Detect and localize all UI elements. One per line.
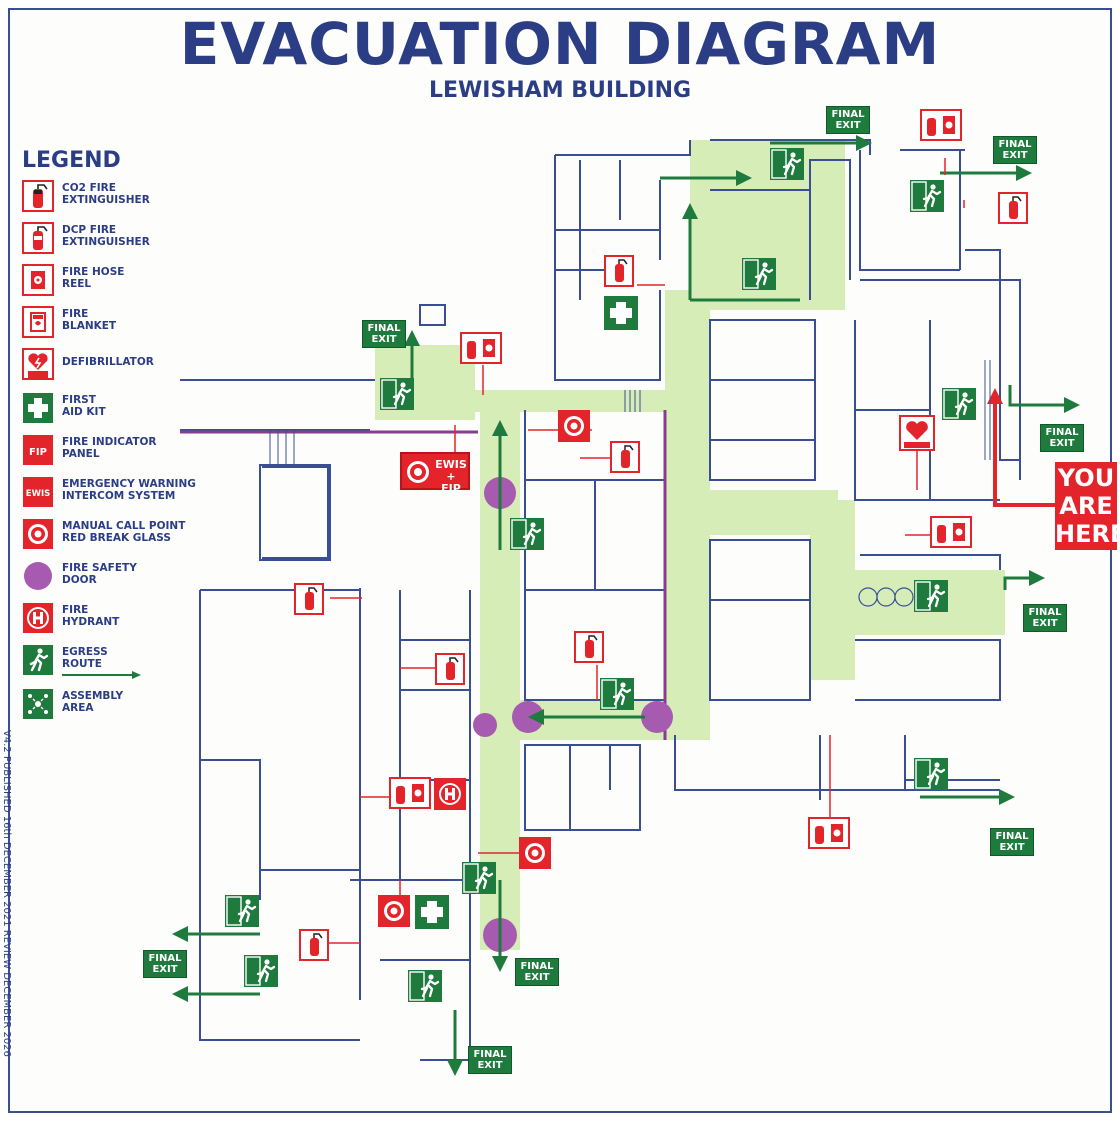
legend-label: FIRE SAFETY DOOR xyxy=(62,562,137,586)
legend-label: FIRE HYDRANT xyxy=(62,604,120,628)
ewis-text: EWIS xyxy=(26,489,50,499)
legend-label: CO2 FIRE EXTINGUISHER xyxy=(62,182,150,206)
emergency-warning-intercom-icon: EWIS xyxy=(23,477,53,507)
fire-hydrant-icon xyxy=(23,603,53,633)
stairs xyxy=(269,360,991,465)
co2-extinguisher-icon xyxy=(22,180,54,212)
fire-indicator-panel-icon: FIP xyxy=(23,435,53,465)
page-subtitle: LEWISHAM BUILDING xyxy=(428,78,692,103)
legend-item-ewis: EWIS EMERGENCY WARNING INTERCOM SYSTEM xyxy=(20,474,220,514)
final-exit-label: FINAL EXIT xyxy=(990,828,1034,856)
egress-arrows xyxy=(185,141,1070,1065)
legend-label: FIRE HOSE REEL xyxy=(62,266,125,290)
equipment-connectors xyxy=(320,158,965,944)
legend-item-defibrillator: DEFIBRILLATOR xyxy=(20,346,220,386)
ewis-fip-label: EWIS + FIP xyxy=(435,458,467,495)
legend-label: FIRE BLANKET xyxy=(62,308,117,332)
legend-label: FIRE INDICATOR PANEL xyxy=(62,436,157,460)
egress-route-icon xyxy=(23,645,53,675)
final-exit-label: FINAL EXIT xyxy=(143,950,187,978)
egress-arrow-icon xyxy=(62,671,141,679)
egress-arrowheads xyxy=(172,135,1080,1076)
fire-hose-reel-icon xyxy=(22,264,54,296)
legend-label: EMERGENCY WARNING INTERCOM SYSTEM xyxy=(62,478,196,502)
call-point-icon xyxy=(407,461,429,483)
fip-text: FIP xyxy=(29,447,47,458)
final-exit-label: FINAL EXIT xyxy=(468,1046,512,1074)
page-title: EVACUATION DIAGRAM xyxy=(179,10,941,78)
legend-item-call-point: MANUAL CALL POINT RED BREAK GLASS xyxy=(20,516,220,556)
dcp-extinguisher-icon xyxy=(22,222,54,254)
fire-safety-door-icon xyxy=(24,562,52,590)
legend-item-egress: EGRESS ROUTE xyxy=(20,642,220,682)
legend-label: ASSEMBLY AREA xyxy=(62,690,124,714)
legend-item-first-aid: FIRST AID KIT xyxy=(20,390,220,430)
legend-item-assembly: ASSEMBLY AREA xyxy=(20,686,220,726)
legend-label: DCP FIRE EXTINGUISHER xyxy=(62,224,150,248)
assembly-area-icon xyxy=(23,689,53,719)
legend-label: EGRESS ROUTE xyxy=(62,646,108,670)
you-are-here-marker: YOU ARE HERE xyxy=(1055,462,1120,550)
legend-item-hydrant: FIRE HYDRANT xyxy=(20,600,220,640)
legend-title: LEGEND xyxy=(22,148,121,173)
final-exit-label: FINAL EXIT xyxy=(515,958,559,986)
manual-call-point-icon xyxy=(23,519,53,549)
final-exit-label: FINAL EXIT xyxy=(826,106,870,134)
legend-item-fire-blanket: FIRE BLANKET xyxy=(20,304,220,344)
door-swings xyxy=(858,587,914,607)
defibrillator-icon xyxy=(22,348,54,380)
legend-item-fire-door: FIRE SAFETY DOOR xyxy=(20,558,220,598)
first-aid-kit-icon xyxy=(23,393,53,423)
fire-blanket-icon xyxy=(22,306,54,338)
legend-label: MANUAL CALL POINT RED BREAK GLASS xyxy=(62,520,186,544)
legend-label: DEFIBRILLATOR xyxy=(62,356,154,368)
legend-item-fip: FIP FIRE INDICATOR PANEL xyxy=(20,432,220,472)
final-exit-label: FINAL EXIT xyxy=(362,320,406,348)
legend-item-dcp: DCP FIRE EXTINGUISHER xyxy=(20,220,220,260)
final-exit-label: FINAL EXIT xyxy=(993,136,1037,164)
defibrillator-icon xyxy=(899,415,935,451)
final-exit-label: FINAL EXIT xyxy=(1023,604,1067,632)
ewis-fip-panel: EWIS + FIP xyxy=(400,452,470,495)
legend-label: FIRST AID KIT xyxy=(62,394,106,418)
you-are-here-arrow xyxy=(987,388,1055,507)
final-exit-label: FINAL EXIT xyxy=(1040,424,1084,452)
fire-hydrant-icon xyxy=(434,778,466,810)
legend-item-hose-reel: FIRE HOSE REEL xyxy=(20,262,220,302)
legend-item-co2: CO2 FIRE EXTINGUISHER xyxy=(20,178,220,218)
